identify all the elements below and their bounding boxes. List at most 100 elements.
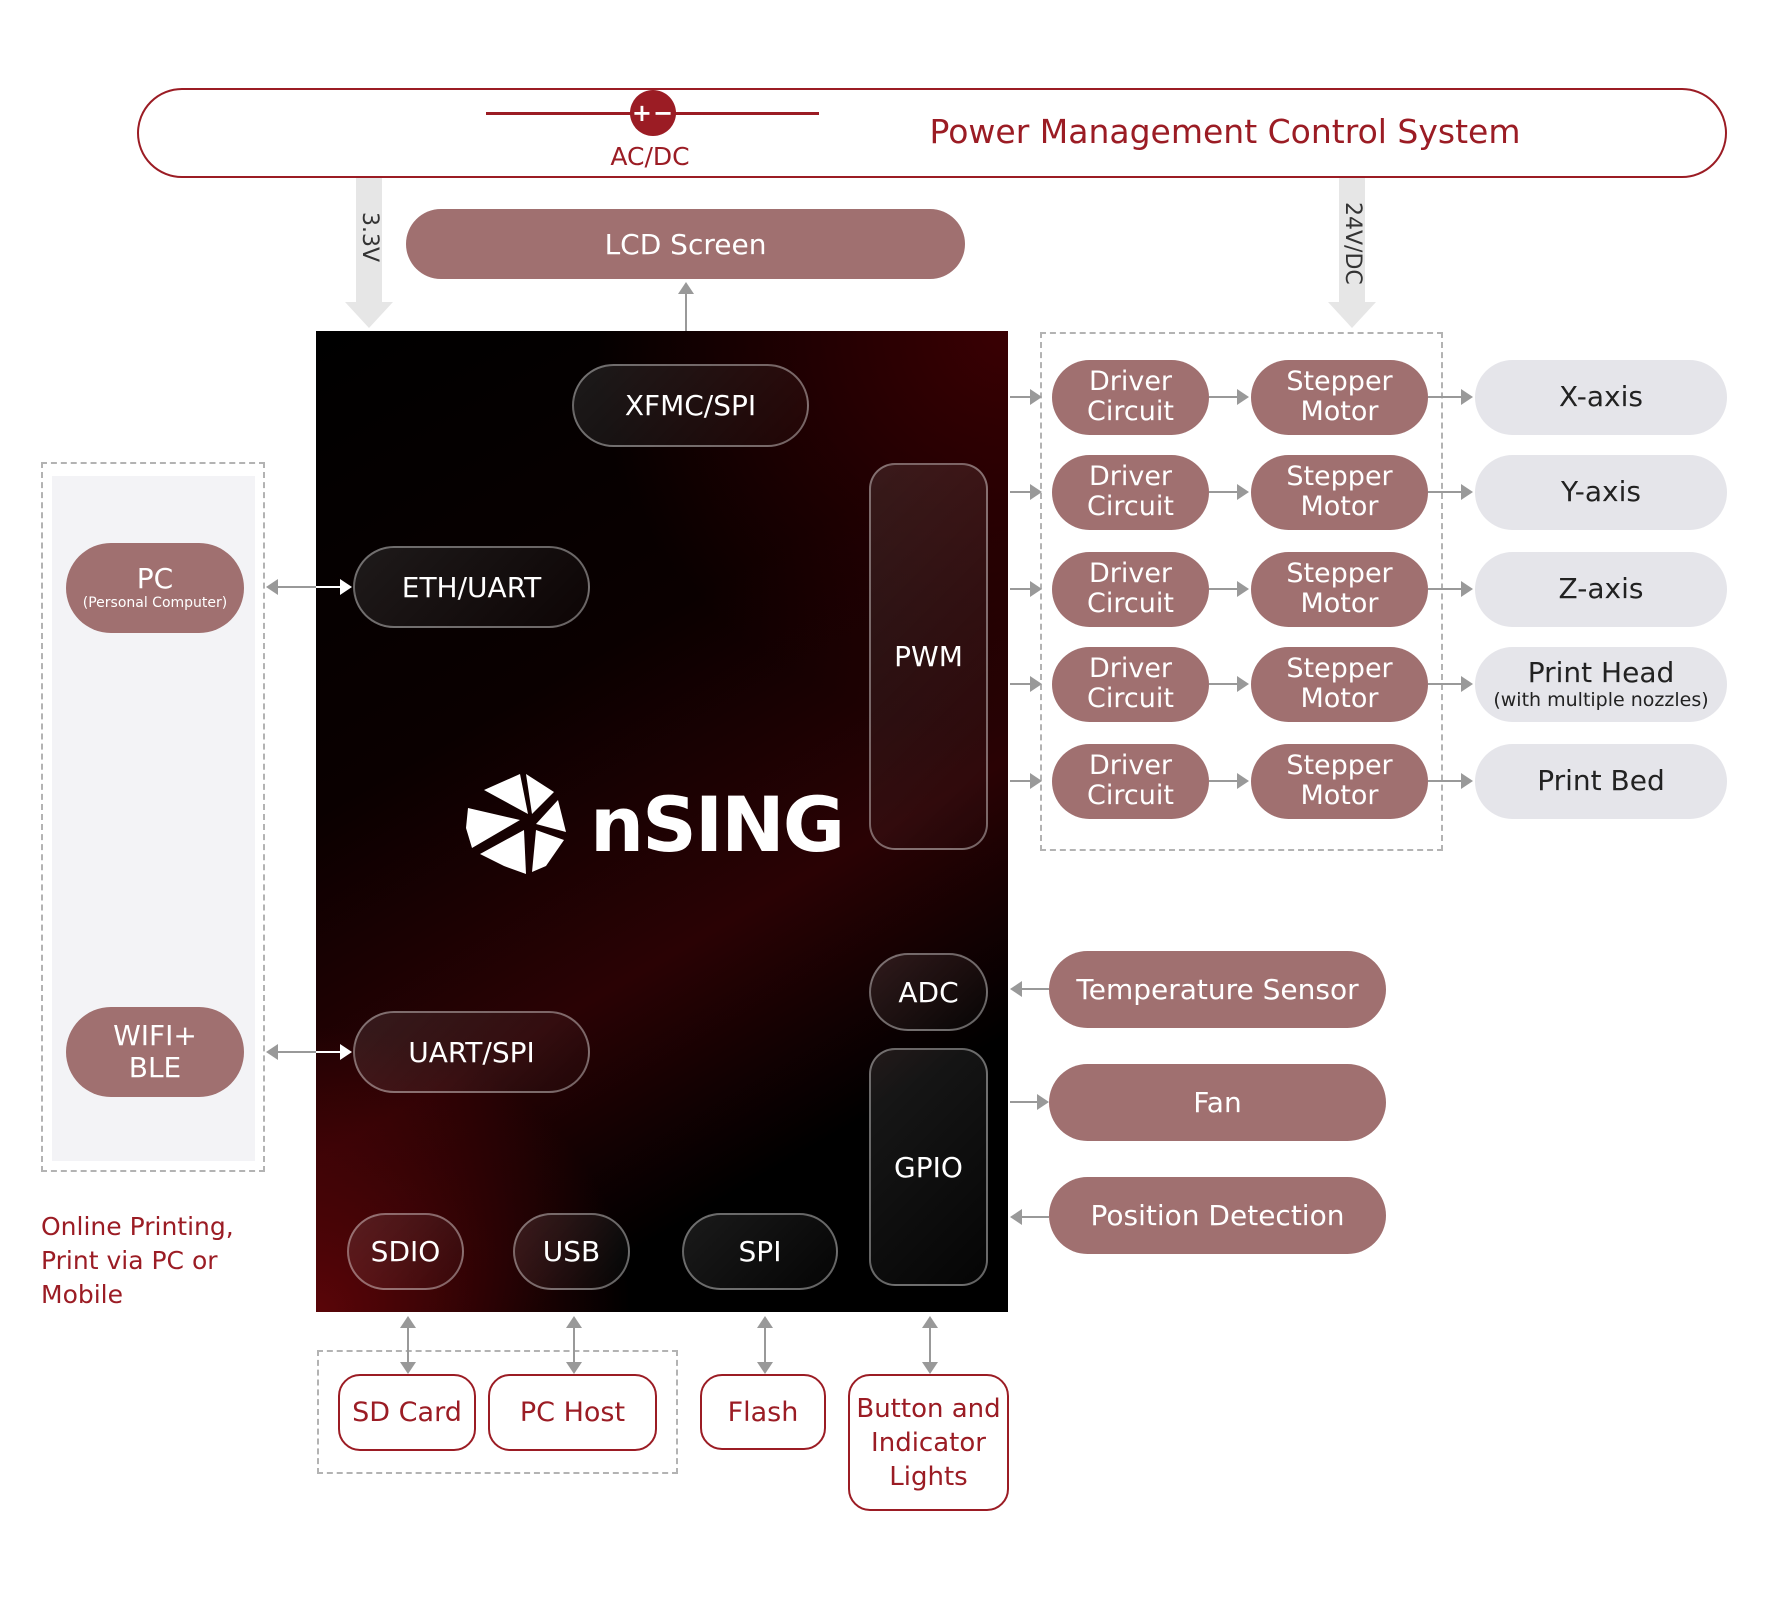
driver-label-line: Driver (1088, 750, 1173, 782)
wifi-ble-block[interactable]: WIFI+ BLE (66, 1007, 244, 1097)
arrow-right-icon (1030, 581, 1042, 597)
pwm-driver-connector (1010, 588, 1032, 590)
sd-card-block[interactable]: SD Card (338, 1374, 476, 1451)
pwm-driver-connector (1010, 683, 1032, 685)
button-label-line: Indicator (871, 1427, 986, 1458)
motor-label-line: Stepper (1286, 558, 1393, 590)
bottom-connector (929, 1324, 931, 1364)
temperature-sensor-block[interactable]: Temperature Sensor (1049, 951, 1386, 1028)
arrow-left-icon (266, 1044, 278, 1060)
nsing-brand-text: nSING (590, 780, 845, 869)
port-eth-uart[interactable]: ETH/UART (353, 546, 590, 628)
arrow-left-icon (1010, 981, 1022, 997)
arrow-right-icon (1461, 676, 1473, 692)
port-usb[interactable]: USB (513, 1213, 630, 1290)
arrow-right-icon (1237, 484, 1249, 500)
arrow-right-icon (1030, 773, 1042, 789)
arrow-left-icon (266, 579, 278, 595)
arrow-right-icon (1237, 676, 1249, 692)
output-label: Print Head (1527, 656, 1675, 689)
motor-label-line: Motor (1300, 588, 1379, 619)
position-detection-block[interactable]: Position Detection (1049, 1177, 1386, 1254)
output-label: X-axis (1559, 380, 1643, 413)
rail-3v3-arrow-head-icon (345, 302, 393, 328)
button-indicator-block[interactable]: Button and Indicator Lights (848, 1374, 1009, 1511)
arrow-down-icon (566, 1362, 582, 1374)
arrow-left-icon (1010, 1209, 1022, 1225)
driver-label-line: Driver (1088, 366, 1173, 398)
arrow-right-icon (1461, 389, 1473, 405)
button-label-line: Button and (856, 1393, 1001, 1424)
motor-output-connector (1428, 396, 1461, 398)
output-x-axis-block[interactable]: X-axis (1475, 359, 1727, 435)
lcd-xfmc-connector (685, 290, 687, 360)
output-y-axis-block[interactable]: Y-axis (1475, 454, 1727, 530)
pc-eth-connector (276, 586, 316, 588)
driver-label-line: Circuit (1087, 491, 1174, 522)
port-uart-spi[interactable]: UART/SPI (353, 1011, 590, 1093)
pwm-driver-connector (1010, 396, 1032, 398)
pc-host-block[interactable]: PC Host (488, 1374, 657, 1451)
arrow-right-icon (1461, 581, 1473, 597)
output-z-axis-block[interactable]: Z-axis (1475, 551, 1727, 627)
motor-output-connector (1428, 491, 1461, 493)
pc-eth-connector-inner (316, 586, 342, 588)
arrow-right-icon (1461, 773, 1473, 789)
rail-24v-arrow-body (1339, 178, 1365, 304)
gpio-fan-connector (1010, 1101, 1038, 1103)
driver-motor-connector (1209, 780, 1237, 782)
pwm-driver-connector (1010, 780, 1032, 782)
driver-label-line: Driver (1088, 558, 1173, 590)
caption-line: Print via PC or (41, 1246, 218, 1275)
output-label: Y-axis (1561, 475, 1641, 508)
motor-label-line: Stepper (1286, 653, 1393, 685)
pc-subtitle: (Personal Computer) (82, 595, 228, 611)
wifi-uart-connector-inner (316, 1051, 342, 1053)
driver-label-line: Driver (1088, 653, 1173, 685)
arrow-up-icon (678, 282, 694, 294)
fan-block[interactable]: Fan (1049, 1064, 1386, 1141)
port-pwm[interactable]: PWM (869, 463, 988, 850)
pos-gpio-connector (1020, 1216, 1049, 1218)
port-adc[interactable]: ADC (869, 953, 988, 1031)
port-sdio[interactable]: SDIO (347, 1213, 464, 1290)
lcd-screen-block[interactable]: LCD Screen (406, 209, 965, 279)
output-label: Print Bed (1537, 764, 1665, 797)
arrow-right-icon (1237, 773, 1249, 789)
wifi-uart-connector (276, 1051, 316, 1053)
driver-motor-connector (1209, 396, 1237, 398)
wifi-label: WIFI+ (113, 1019, 197, 1052)
driver-label-line: Circuit (1087, 396, 1174, 427)
rail-24v-arrow-head-icon (1328, 302, 1376, 328)
output-print-head-block[interactable]: Print Head(with multiple nozzles) (1475, 646, 1727, 722)
acdc-label: AC/DC (610, 141, 690, 171)
flash-block[interactable]: Flash (700, 1374, 826, 1450)
pc-block[interactable]: PC (Personal Computer) (66, 543, 244, 633)
port-spi[interactable]: SPI (682, 1213, 838, 1290)
motor-label-line: Motor (1300, 396, 1379, 427)
bottom-connector (407, 1324, 409, 1364)
output-print-bed-block[interactable]: Print Bed (1475, 743, 1727, 819)
output-sublabel: (with multiple nozzles) (1493, 689, 1709, 711)
arrow-up-icon (922, 1316, 938, 1328)
arrow-down-icon (400, 1362, 416, 1374)
arrow-up-icon (400, 1316, 416, 1328)
arrow-down-icon (922, 1362, 938, 1374)
arrow-up-icon (566, 1316, 582, 1328)
port-xfmc-spi[interactable]: XFMC/SPI (572, 364, 809, 447)
port-gpio[interactable]: GPIO (869, 1048, 988, 1286)
nsing-logo-icon (462, 768, 572, 878)
caption-line: Online Printing, (41, 1212, 234, 1241)
output-label: Z-axis (1558, 572, 1644, 605)
arrow-right-icon (340, 579, 352, 595)
